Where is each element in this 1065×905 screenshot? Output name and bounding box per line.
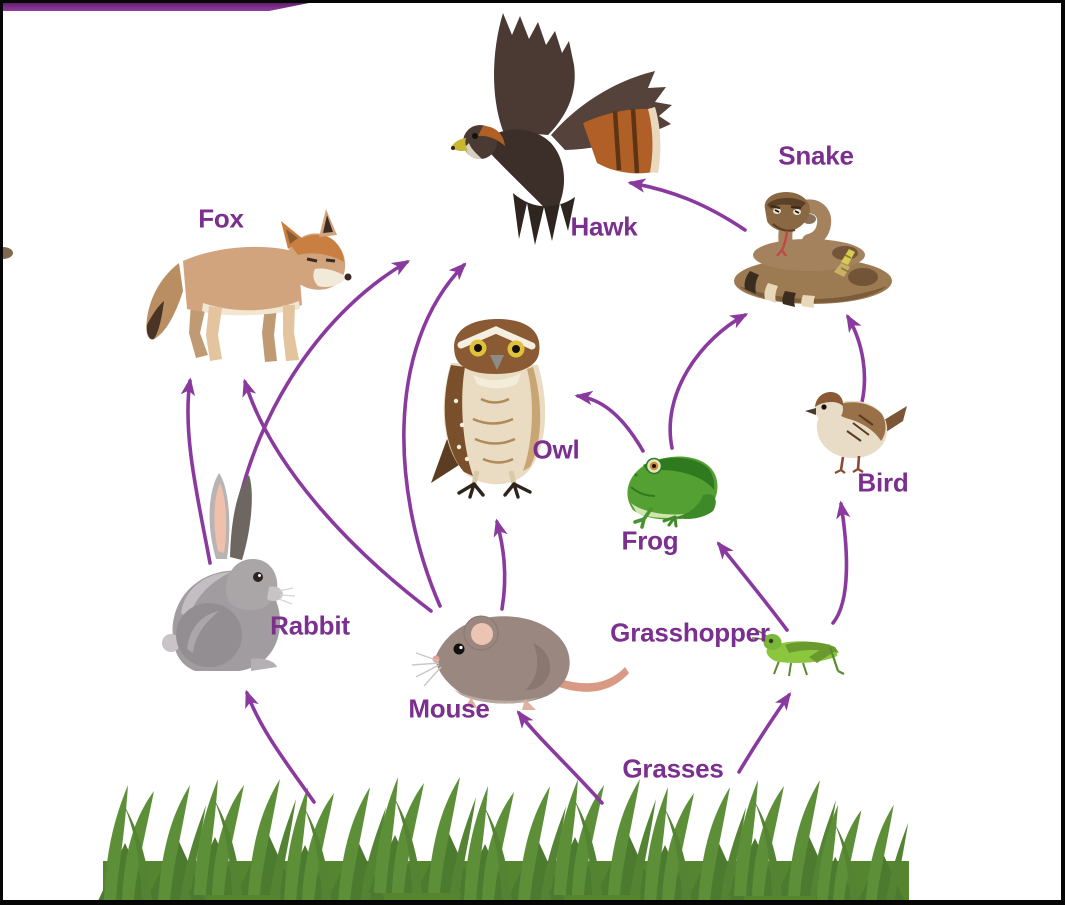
grasses-illustration [98,777,909,900]
arrow-grasses-to-rabbit [245,689,316,804]
arrow-rabbit-to-fox [180,377,212,565]
arrow-snake-to-hawk [627,178,747,232]
mouse-illustration [411,615,629,710]
arrow-bird-to-snake [846,313,867,412]
arrow-frog-to-snake [668,313,749,450]
rabbit-illustration [162,473,296,671]
arrow-grasshopper-to-bird [831,500,851,625]
label-owl: Owl [532,434,580,465]
label-snake: Snake [778,140,854,171]
arrow-layer [180,178,867,805]
snake-illustration [3,192,892,308]
label-mouse: Mouse [408,693,490,724]
frog-illustration [627,456,718,529]
arrow-mouse-to-owl [493,518,508,611]
arrow-mouse-to-fox [242,378,433,613]
label-grasshopper: Grasshopper [610,617,770,648]
arrow-frog-to-owl [574,390,645,453]
bird-illustration [805,392,907,474]
grasshopper-illustration [751,628,845,677]
label-bird: Bird [857,467,909,498]
label-hawk: Hawk [570,211,638,242]
diagram-canvas [3,13,909,900]
label-frog: Frog [621,525,679,556]
arrow-grasses-to-mouse [516,710,604,805]
arrow-grasses-to-grasshopper [737,692,792,774]
arrow-grasshopper-to-frog [716,541,789,632]
hawk-illustration [451,13,672,245]
label-fox: Fox [198,203,244,234]
arrow-mouse-to-hawk [402,262,467,608]
owl-illustration [431,319,546,499]
label-grasses: Grasses [622,753,724,784]
fox-illustration [146,209,352,362]
top-accent-bar [3,3,309,11]
arrow-rabbit-to-hawk [234,260,411,517]
label-rabbit: Rabbit [270,610,350,641]
